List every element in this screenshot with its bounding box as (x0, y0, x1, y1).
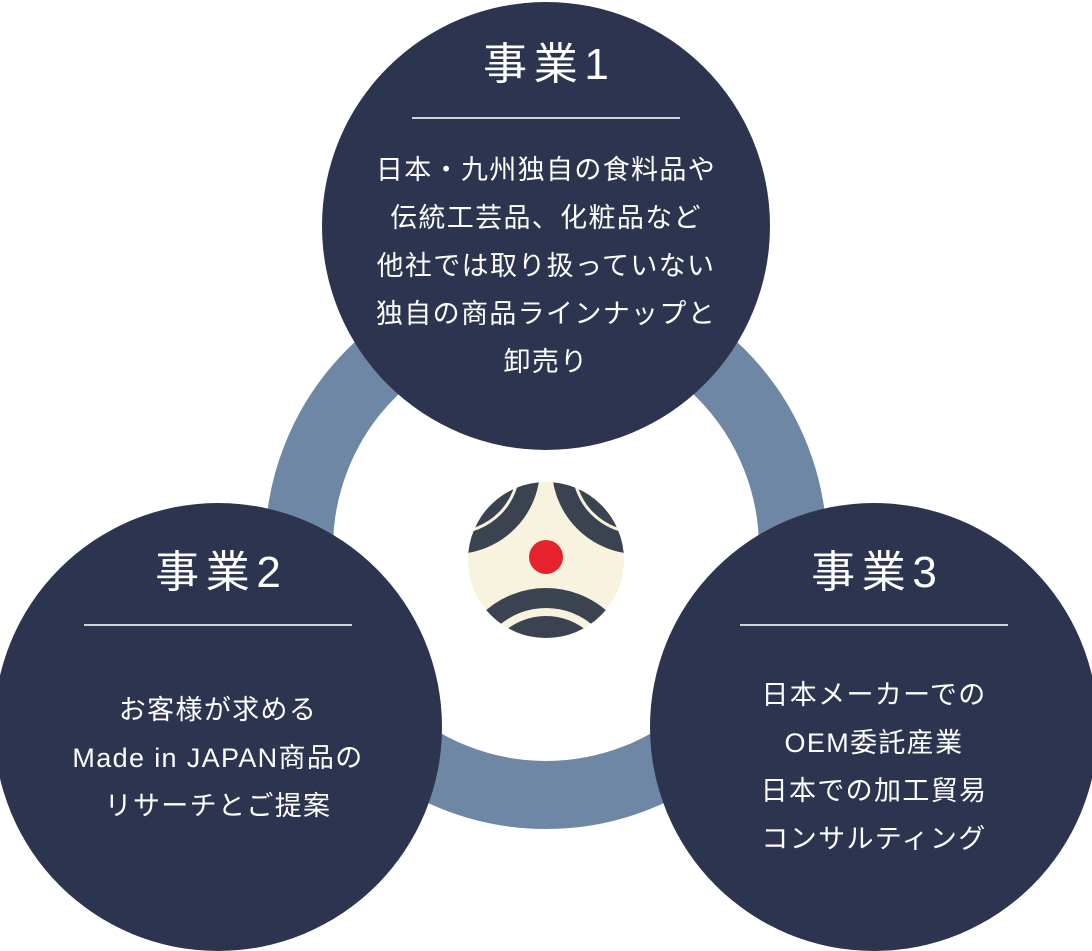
logo-arc-top-left-outer (468, 482, 517, 531)
description-line: リサーチとご提案 (104, 791, 332, 821)
description-line: Made in JAPAN商品の (72, 743, 364, 773)
description-line: 伝統工芸品、化粧品など (390, 203, 702, 233)
logo-arc-bottom-inner (468, 588, 624, 638)
business-3-title: 事業3 (811, 548, 944, 597)
business-1-title: 事業1 (483, 40, 616, 89)
description-line: 日本・九州独自の食料品や (375, 155, 717, 185)
logo-arc-bottom-outer (482, 616, 610, 638)
business-1-description: 日本・九州独自の食料品や 伝統工芸品、化粧品など 他社では取り扱っていない 独自… (322, 146, 770, 386)
description-line: 卸売り (503, 347, 589, 377)
description-line: コンサルティング (761, 824, 987, 854)
title-divider (740, 624, 1008, 626)
company-logo-icon (468, 482, 624, 638)
description-line: お客様が求める (118, 695, 318, 725)
description-line: 日本での加工貿易 (760, 776, 988, 806)
logo-arc-top-right-outer (575, 482, 624, 531)
business-2-title: 事業2 (155, 548, 288, 597)
business-3-description: 日本メーカーでの OEM委託産業 日本での加工貿易 コンサルティング (650, 671, 1092, 863)
description-line: 独自の商品ラインナップと (375, 299, 717, 329)
description-line: 日本メーカーでの (761, 680, 987, 710)
title-divider (84, 624, 352, 626)
business-circle-2: 事業2 お客様が求める Made in JAPAN商品の リサーチとご提案 (0, 503, 442, 951)
center-logo (466, 480, 626, 640)
title-divider (412, 117, 680, 119)
description-line: OEM委託産業 (784, 728, 964, 758)
logo-red-dot (529, 540, 563, 574)
business-circle-3: 事業3 日本メーカーでの OEM委託産業 日本での加工貿易 コンサルティング (650, 503, 1092, 951)
description-line: 他社では取り扱っていない (376, 251, 716, 281)
business-circle-1: 事業1 日本・九州独自の食料品や 伝統工芸品、化粧品など 他社では取り扱っていな… (322, 2, 770, 450)
business-2-description: お客様が求める Made in JAPAN商品の リサーチとご提案 (0, 686, 442, 830)
